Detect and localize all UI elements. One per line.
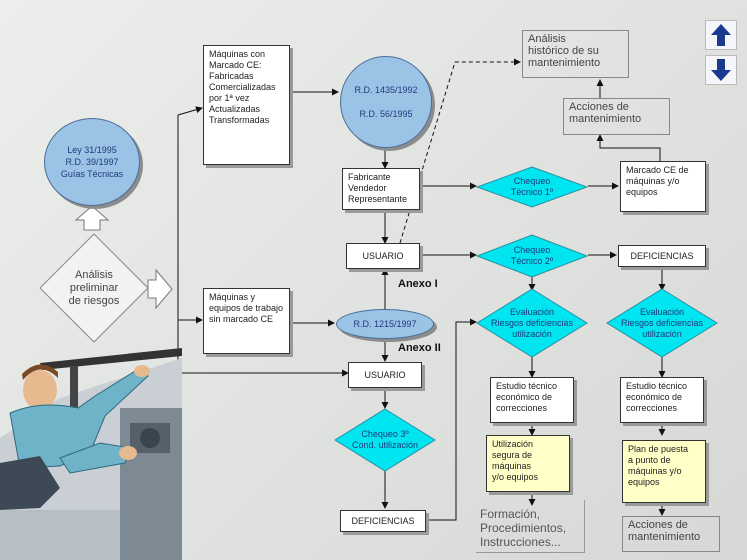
evaluacion-mid-diamond bbox=[476, 288, 588, 358]
formacion-frame bbox=[476, 500, 585, 553]
utilizacion-segura-box: Utilización segura de máquinas y/o equip… bbox=[486, 435, 570, 492]
down-arrow-icon bbox=[711, 59, 731, 81]
nav-down-button[interactable] bbox=[705, 55, 737, 85]
analisis-historico-box: Análisis histórico de su mantenimiento bbox=[522, 30, 629, 78]
chequeo-3-diamond bbox=[334, 408, 436, 472]
evaluacion-right-label: Evaluación Riesgos deficiencias utilizac… bbox=[620, 306, 704, 339]
up-arrow-icon bbox=[711, 24, 731, 46]
chequeo-1-label: Chequeo Técnico 1º bbox=[510, 176, 554, 197]
chequeo-1-diamond bbox=[476, 166, 588, 208]
formacion-text: Formación, Procedimientos, Instrucciones… bbox=[480, 507, 567, 549]
marcado-ce-box: Marcado CE de máquinas y/o equipos bbox=[620, 161, 706, 212]
analisis-preliminar-diamond bbox=[39, 233, 149, 343]
evaluacion-right-diamond bbox=[606, 288, 718, 358]
evaluacion-mid-label: Evaluación Riesgos deficiencias utilizac… bbox=[490, 306, 574, 339]
chequeo-2-diamond bbox=[476, 234, 588, 278]
plan-puesta-box: Plan de puesta a punto de máquinas y/o e… bbox=[622, 440, 706, 503]
fabricante-box: Fabricante Vendedor Representante bbox=[342, 168, 420, 210]
worker-illustration bbox=[0, 348, 182, 560]
usuario-1-box: USUARIO bbox=[346, 243, 420, 269]
chequeo-3-label: Chequeo 3º Cond. utilización bbox=[351, 429, 419, 450]
rd-1215-node: R.D. 1215/1997 bbox=[336, 309, 434, 339]
estudio-right-box: Estudio técnico económico de correccione… bbox=[620, 377, 704, 423]
deficiencias-bottom-box: DEFICIENCIAS bbox=[340, 510, 426, 532]
deficiencias-right-box: DEFICIENCIAS bbox=[618, 245, 706, 267]
maquinas-sin-ce-box: Máquinas y equipos de trabajo sin marcad… bbox=[203, 288, 290, 354]
nav-up-button[interactable] bbox=[705, 20, 737, 50]
rd-1435-node: R.D. 1435/1992 R.D. 56/1995 bbox=[340, 56, 432, 148]
anexo-1-label: Anexo I bbox=[398, 278, 438, 290]
ley-node: Ley 31/1995 R.D. 39/1997 Guías Técnicas bbox=[44, 118, 140, 206]
chequeo-2-label: Chequeo Técnico 2º bbox=[510, 245, 554, 266]
acciones-mantenimiento-top-box: Acciones de mantenimiento bbox=[563, 98, 670, 135]
usuario-2-box: USUARIO bbox=[348, 362, 422, 388]
estudio-mid-box: Estudio técnico económico de correccione… bbox=[490, 377, 574, 423]
analisis-preliminar-label: Análisis preliminar de riesgos bbox=[68, 268, 120, 307]
acciones-mantenimiento-bottom-box: Acciones de mantenimiento bbox=[622, 516, 720, 552]
maquinas-ce-box: Máquinas con Marcado CE: Fabricadas Come… bbox=[203, 45, 290, 165]
anexo-2-label: Anexo II bbox=[398, 342, 441, 354]
